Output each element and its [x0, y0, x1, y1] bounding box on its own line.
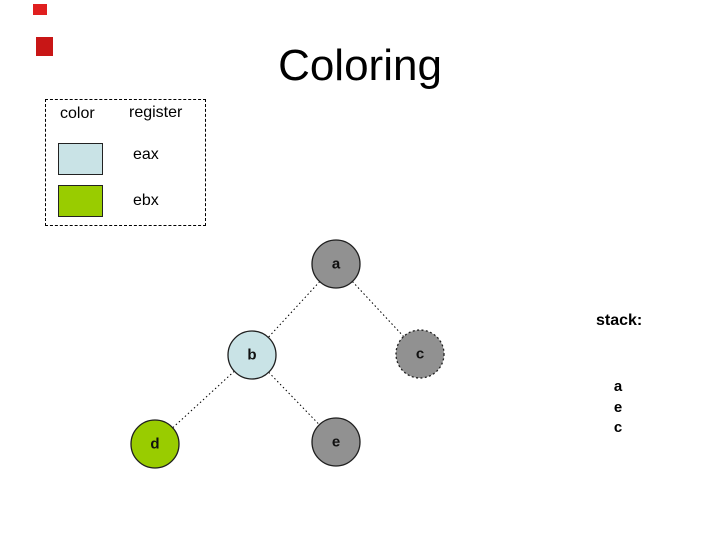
legend-header-color: color — [60, 105, 95, 122]
stack-item: e — [613, 398, 623, 416]
node-e: e — [311, 417, 361, 467]
slide-title: Coloring — [278, 41, 442, 90]
legend-header-register: register — [129, 104, 183, 121]
node-d: d — [130, 419, 180, 469]
node-a: a — [311, 239, 361, 289]
node-label: d — [150, 436, 159, 453]
legend-register-eax: eax — [133, 146, 159, 163]
node-c: c — [395, 329, 445, 379]
legend-swatch-eax — [58, 143, 103, 175]
node-circle — [395, 329, 445, 379]
stack-item: a — [613, 378, 623, 395]
edge-a-b — [267, 281, 321, 338]
stack-label: stack: — [596, 312, 643, 329]
stack-item: c — [613, 419, 623, 436]
edge-b-e — [268, 371, 320, 426]
legend-swatch-ebx — [58, 185, 103, 217]
node-label: b — [247, 347, 256, 364]
node-circle — [311, 239, 361, 289]
edge-b-d — [172, 370, 235, 429]
node-circle — [311, 417, 361, 467]
node-label: a — [332, 256, 341, 273]
color-legend: color register eax ebx — [45, 99, 206, 226]
edge-a-c — [352, 281, 404, 337]
red-square — [36, 37, 53, 56]
red-square — [33, 4, 47, 15]
node-b: b — [227, 330, 277, 380]
node-label: e — [332, 434, 340, 451]
node-label: c — [416, 346, 424, 363]
node-circle — [227, 330, 277, 380]
stack-items: a e c — [601, 377, 635, 439]
node-circle — [130, 419, 180, 469]
legend-register-ebx: ebx — [133, 192, 159, 209]
